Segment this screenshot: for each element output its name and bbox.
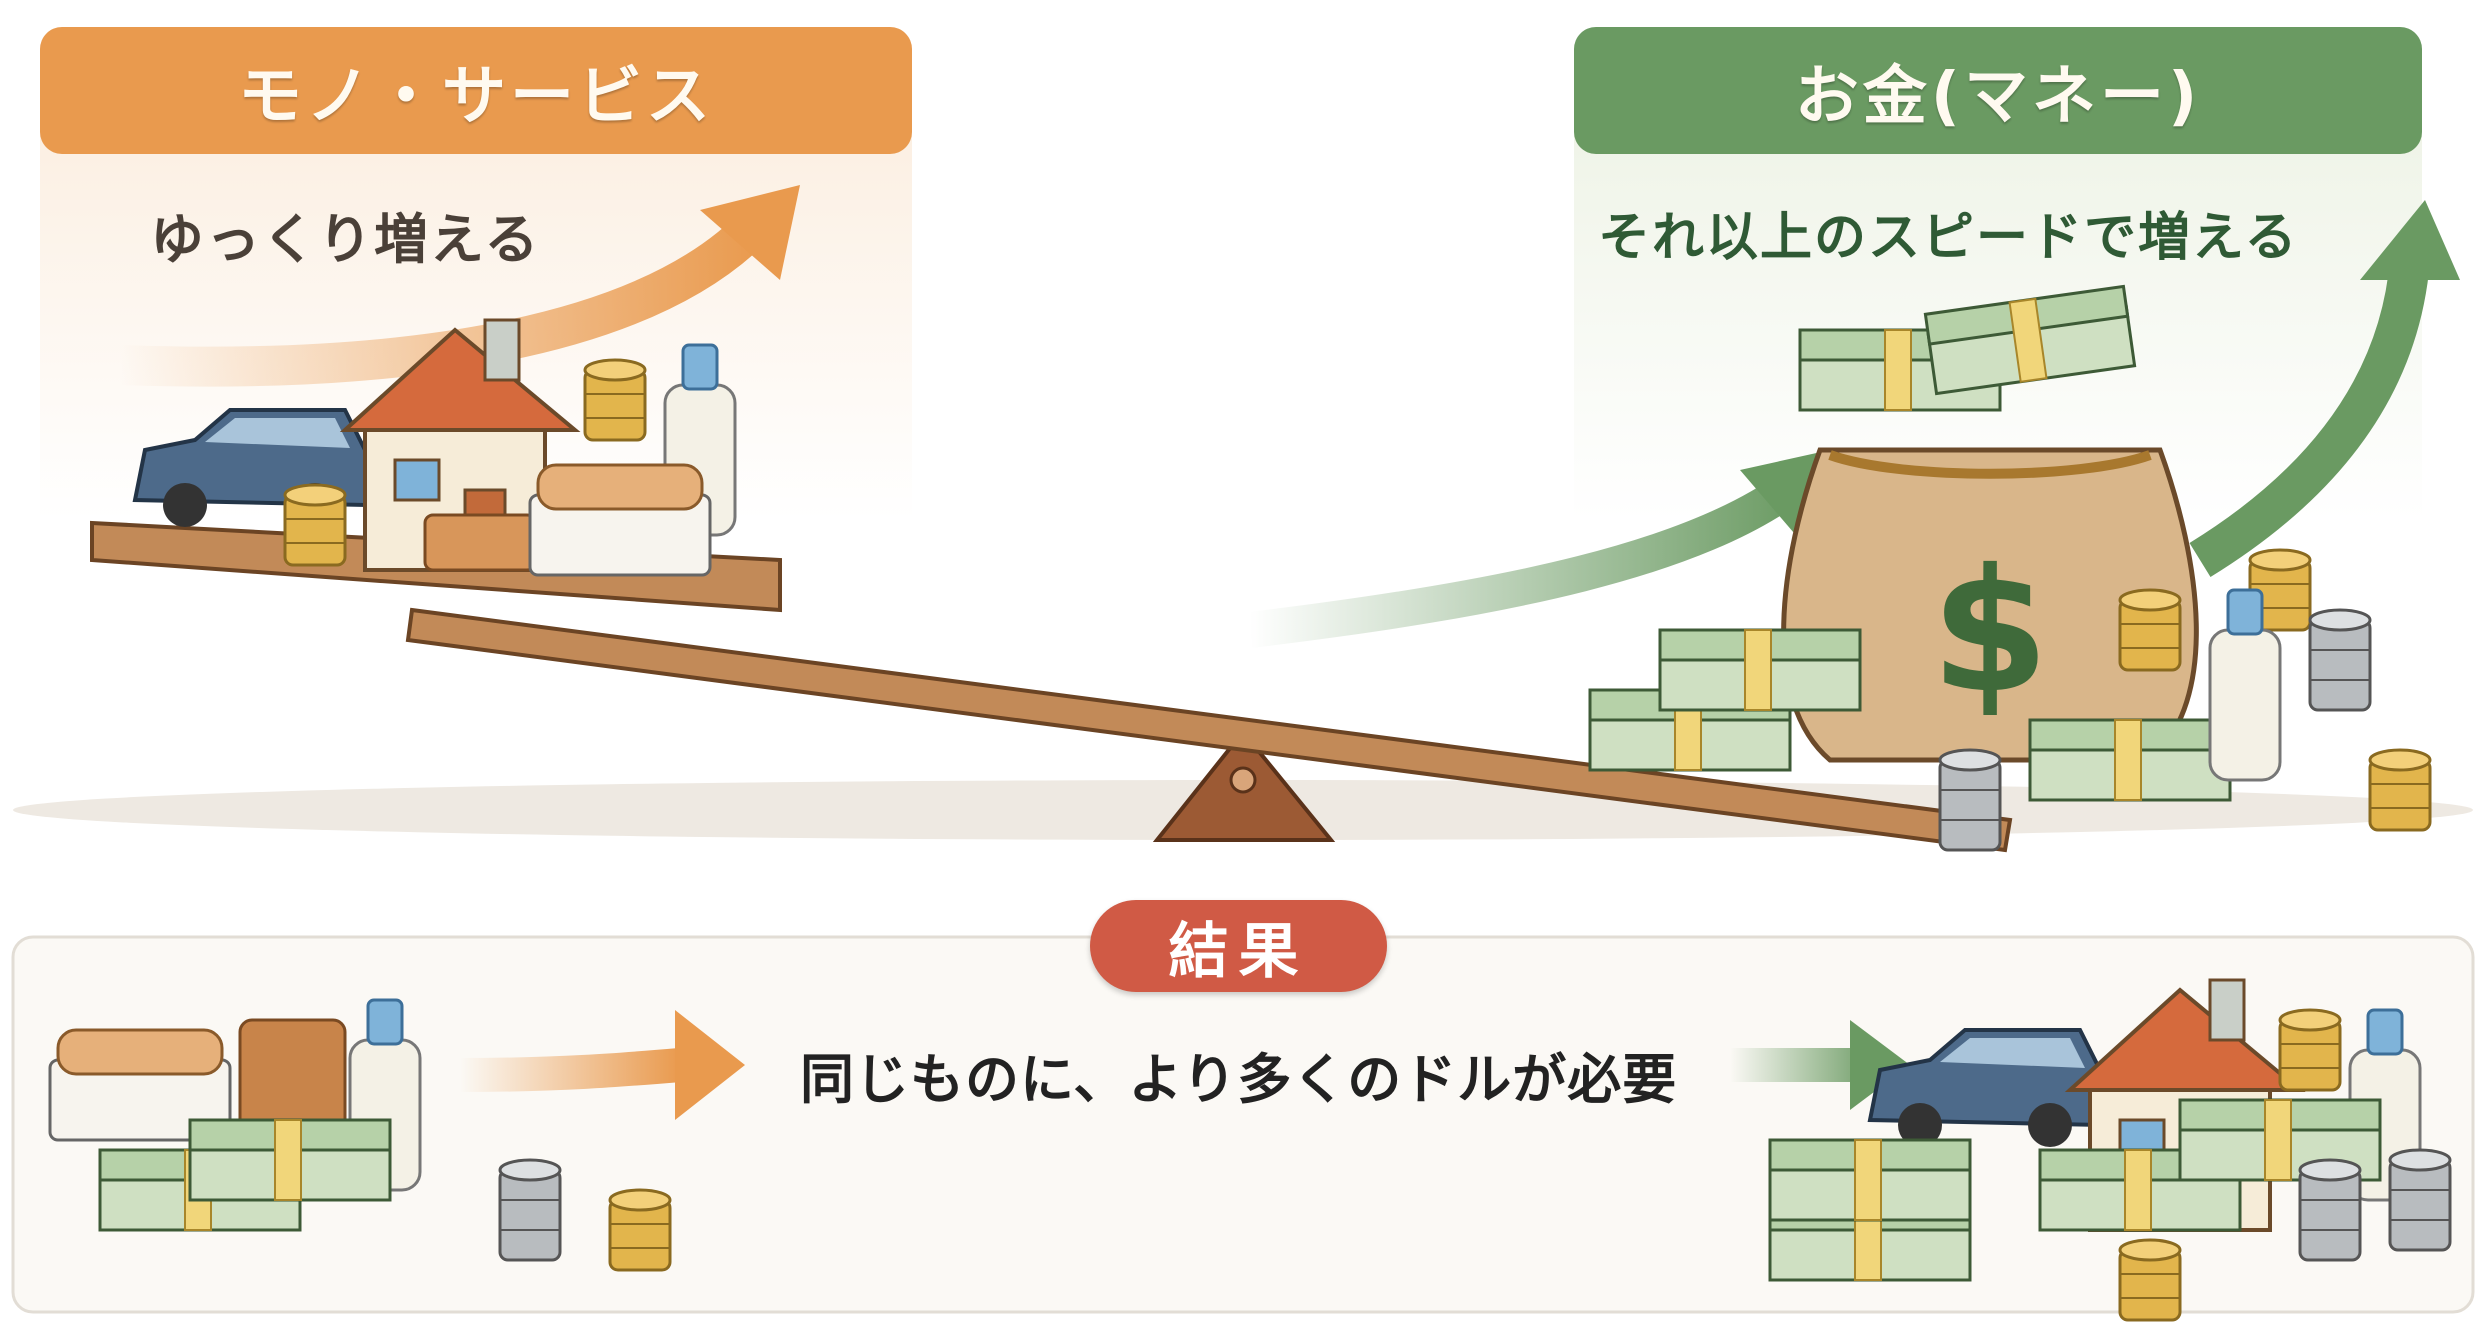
gold-coins-icon	[608, 1188, 672, 1272]
cash-stack-icon	[2028, 718, 2232, 802]
slow-growth-arrow-head	[700, 185, 800, 280]
bread-icon	[423, 513, 537, 572]
fast-growth-arrow-large-head	[2360, 200, 2460, 280]
gold-coins-icon	[583, 358, 647, 442]
silver-coins-icon	[2388, 1148, 2452, 1252]
goods-services-subtitle: ゆっくり増える	[150, 208, 541, 271]
gold-coins-icon	[2118, 1238, 2182, 1322]
fast-growth-arrow-small	[1247, 465, 1812, 648]
cash-stack-icon	[1768, 1138, 1972, 1222]
gold-coins-icon	[283, 483, 347, 567]
gold-coins-icon	[2278, 1008, 2342, 1092]
money-header: お金(マネー)	[1574, 27, 2422, 154]
bag-rope	[1828, 450, 2152, 479]
silver-coins-icon	[498, 1158, 562, 1262]
cash-stack-icon	[1658, 628, 1862, 712]
result-arrow-right-head	[1850, 1020, 1910, 1110]
gold-coins-icon	[2118, 588, 2182, 672]
cash-stack-icon	[188, 1118, 392, 1202]
result-text: 同じものに、より多くのドルが必要	[800, 1048, 1678, 1111]
dollar-sign: $	[1931, 533, 2049, 731]
result-badge: 結果	[1090, 900, 1387, 992]
fulcrum-pin	[1229, 766, 1257, 794]
result-arrow-left	[459, 1048, 682, 1092]
money-subtitle: それ以上のスピードで増える	[1598, 208, 2299, 268]
fast-growth-arrow-large	[2189, 258, 2430, 578]
gold-coins-icon	[2368, 748, 2432, 832]
silver-coins-icon	[2298, 1158, 2362, 1262]
seesaw-beam	[405, 607, 2013, 853]
goods-services-header: モノ・サービス	[40, 27, 912, 154]
result-arrow-left-head	[675, 1010, 745, 1120]
silver-coins-icon	[1938, 748, 2002, 852]
silver-coins-icon	[2308, 608, 2372, 712]
egg-carton-icon	[528, 463, 712, 577]
